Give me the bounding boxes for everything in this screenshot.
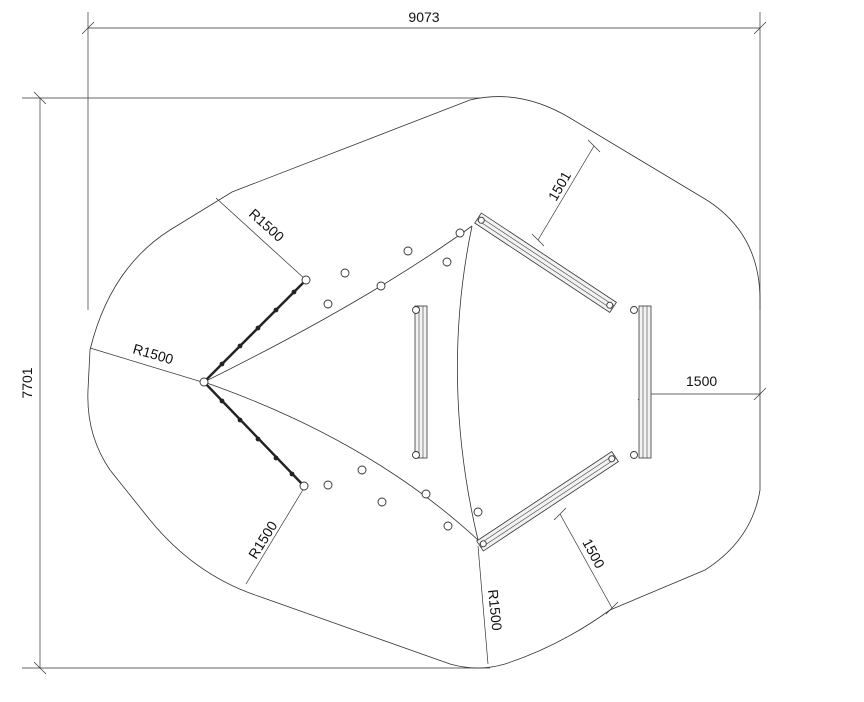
overall-width-dimension: 9073 <box>81 9 767 310</box>
stepping-posts-lower <box>323 465 483 531</box>
upper-arm-end-post <box>301 275 311 285</box>
central-anchor-post <box>199 377 209 387</box>
bench-right-vertical <box>630 305 652 459</box>
lower-arm-end-post <box>299 481 309 491</box>
rope-lines <box>203 225 479 541</box>
bench-bottom-diagonal <box>476 451 619 552</box>
clearance-dimension-bottom-right: 1500 <box>553 507 619 615</box>
stepping-posts-upper <box>323 228 465 309</box>
clearance-dimension-right: 1500 <box>637 373 767 401</box>
overall-width-label: 9073 <box>408 9 439 25</box>
radius-label-left: R1500 <box>131 341 175 368</box>
bench-center-vertical <box>412 305 428 459</box>
bench-top-diagonal <box>474 212 617 313</box>
chain-arm-lower <box>203 381 305 487</box>
radius-label-bottom: R1500 <box>485 589 505 632</box>
radius-leader-lower-left: R1500 <box>245 487 305 585</box>
radius-label-upper-left: R1500 <box>246 205 288 245</box>
overall-height-dimension: 7701 <box>19 91 490 675</box>
chain-arm-upper <box>203 279 307 383</box>
safety-zone-outline <box>87 96 761 669</box>
radius-leader-left: R1500 <box>89 341 203 383</box>
clearance-dimension-top-right: 1501 <box>531 139 601 247</box>
radius-label-lower-left: R1500 <box>245 518 281 562</box>
clearance-label-bottom-right: 1500 <box>579 536 608 571</box>
clearance-label-right: 1500 <box>686 373 717 389</box>
overall-height-label: 7701 <box>19 367 35 398</box>
radius-leader-bottom: R1500 <box>477 545 505 665</box>
radius-leader-upper-left: R1500 <box>215 197 307 281</box>
